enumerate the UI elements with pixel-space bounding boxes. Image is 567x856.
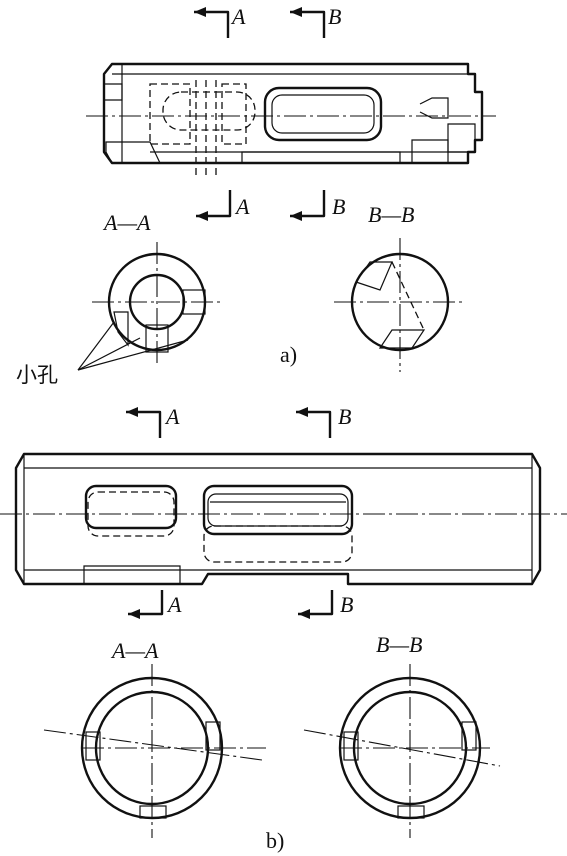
cut-marker-b-top: B [290, 4, 341, 38]
section-view-b-b [303, 664, 501, 838]
cut-marker-b-bottom: B [290, 190, 345, 221]
shaft-view-a [86, 62, 496, 178]
section-title-a-b: B—B [368, 202, 414, 227]
cut-marker-a-top: A [194, 4, 246, 38]
cut-label-b-bottom: B [332, 194, 345, 219]
cut-label-b-a-bottom: A [166, 592, 182, 617]
figure-a: A B [16, 4, 496, 387]
shaft-outline-b [14, 452, 542, 586]
cut-marker-b-b-top: B [296, 404, 351, 438]
figure-caption-a: a) [280, 342, 297, 367]
cut-marker-b-b-bottom: B [298, 590, 353, 619]
section-view-b-a [43, 664, 266, 838]
holes-callout: 小孔 [16, 321, 189, 387]
cut-label-b-b-bottom: B [340, 592, 353, 617]
section-view-a-b [334, 238, 462, 372]
holes-label: 小孔 [16, 363, 58, 387]
figure-caption-b: b) [266, 828, 284, 853]
cut-label-b-a-top: A [164, 404, 180, 429]
cut-marker-a-bottom: A [196, 190, 250, 221]
cut-label-b-b-top: B [338, 404, 351, 429]
section-view-a-a [92, 242, 222, 366]
figure-b: A B A [0, 404, 567, 853]
shaft-view-b [0, 452, 567, 586]
cut-label-a-top: A [230, 4, 246, 29]
shaft-outline-a [102, 62, 484, 165]
section-title-b-b: B—B [376, 632, 422, 657]
section-title-b-a: A—A [110, 638, 159, 663]
cut-marker-b-a-top: A [126, 404, 180, 438]
cut-marker-b-a-bottom: A [128, 590, 182, 619]
section-title-a-a: A—A [102, 210, 151, 235]
cut-label-a-bottom: A [234, 194, 250, 219]
cut-label-b-top: B [328, 4, 341, 29]
